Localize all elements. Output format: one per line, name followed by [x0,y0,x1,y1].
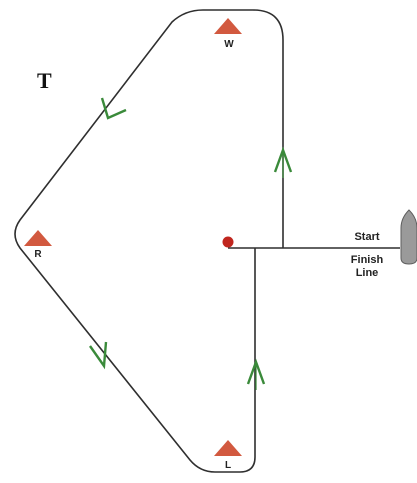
direction-arrow-icon [100,97,127,120]
course-title: T [37,68,52,93]
center-point [222,236,234,248]
committee-boat-icon [400,209,417,265]
direction-arrow-icon [246,358,266,390]
windward-mark-icon [214,18,242,34]
course-track [14,9,284,473]
direction-arrow-icon [273,146,293,178]
finish-line-label: Finish Line [350,254,384,279]
leeward-mark-label: L [224,460,232,471]
start-label: Start [354,231,380,243]
windward-mark-label: W [224,39,234,50]
direction-arrow-icon [89,341,108,370]
leeward-mark-icon [214,440,242,456]
reach-mark-label: R [34,249,42,260]
reach-mark-icon [24,230,52,246]
